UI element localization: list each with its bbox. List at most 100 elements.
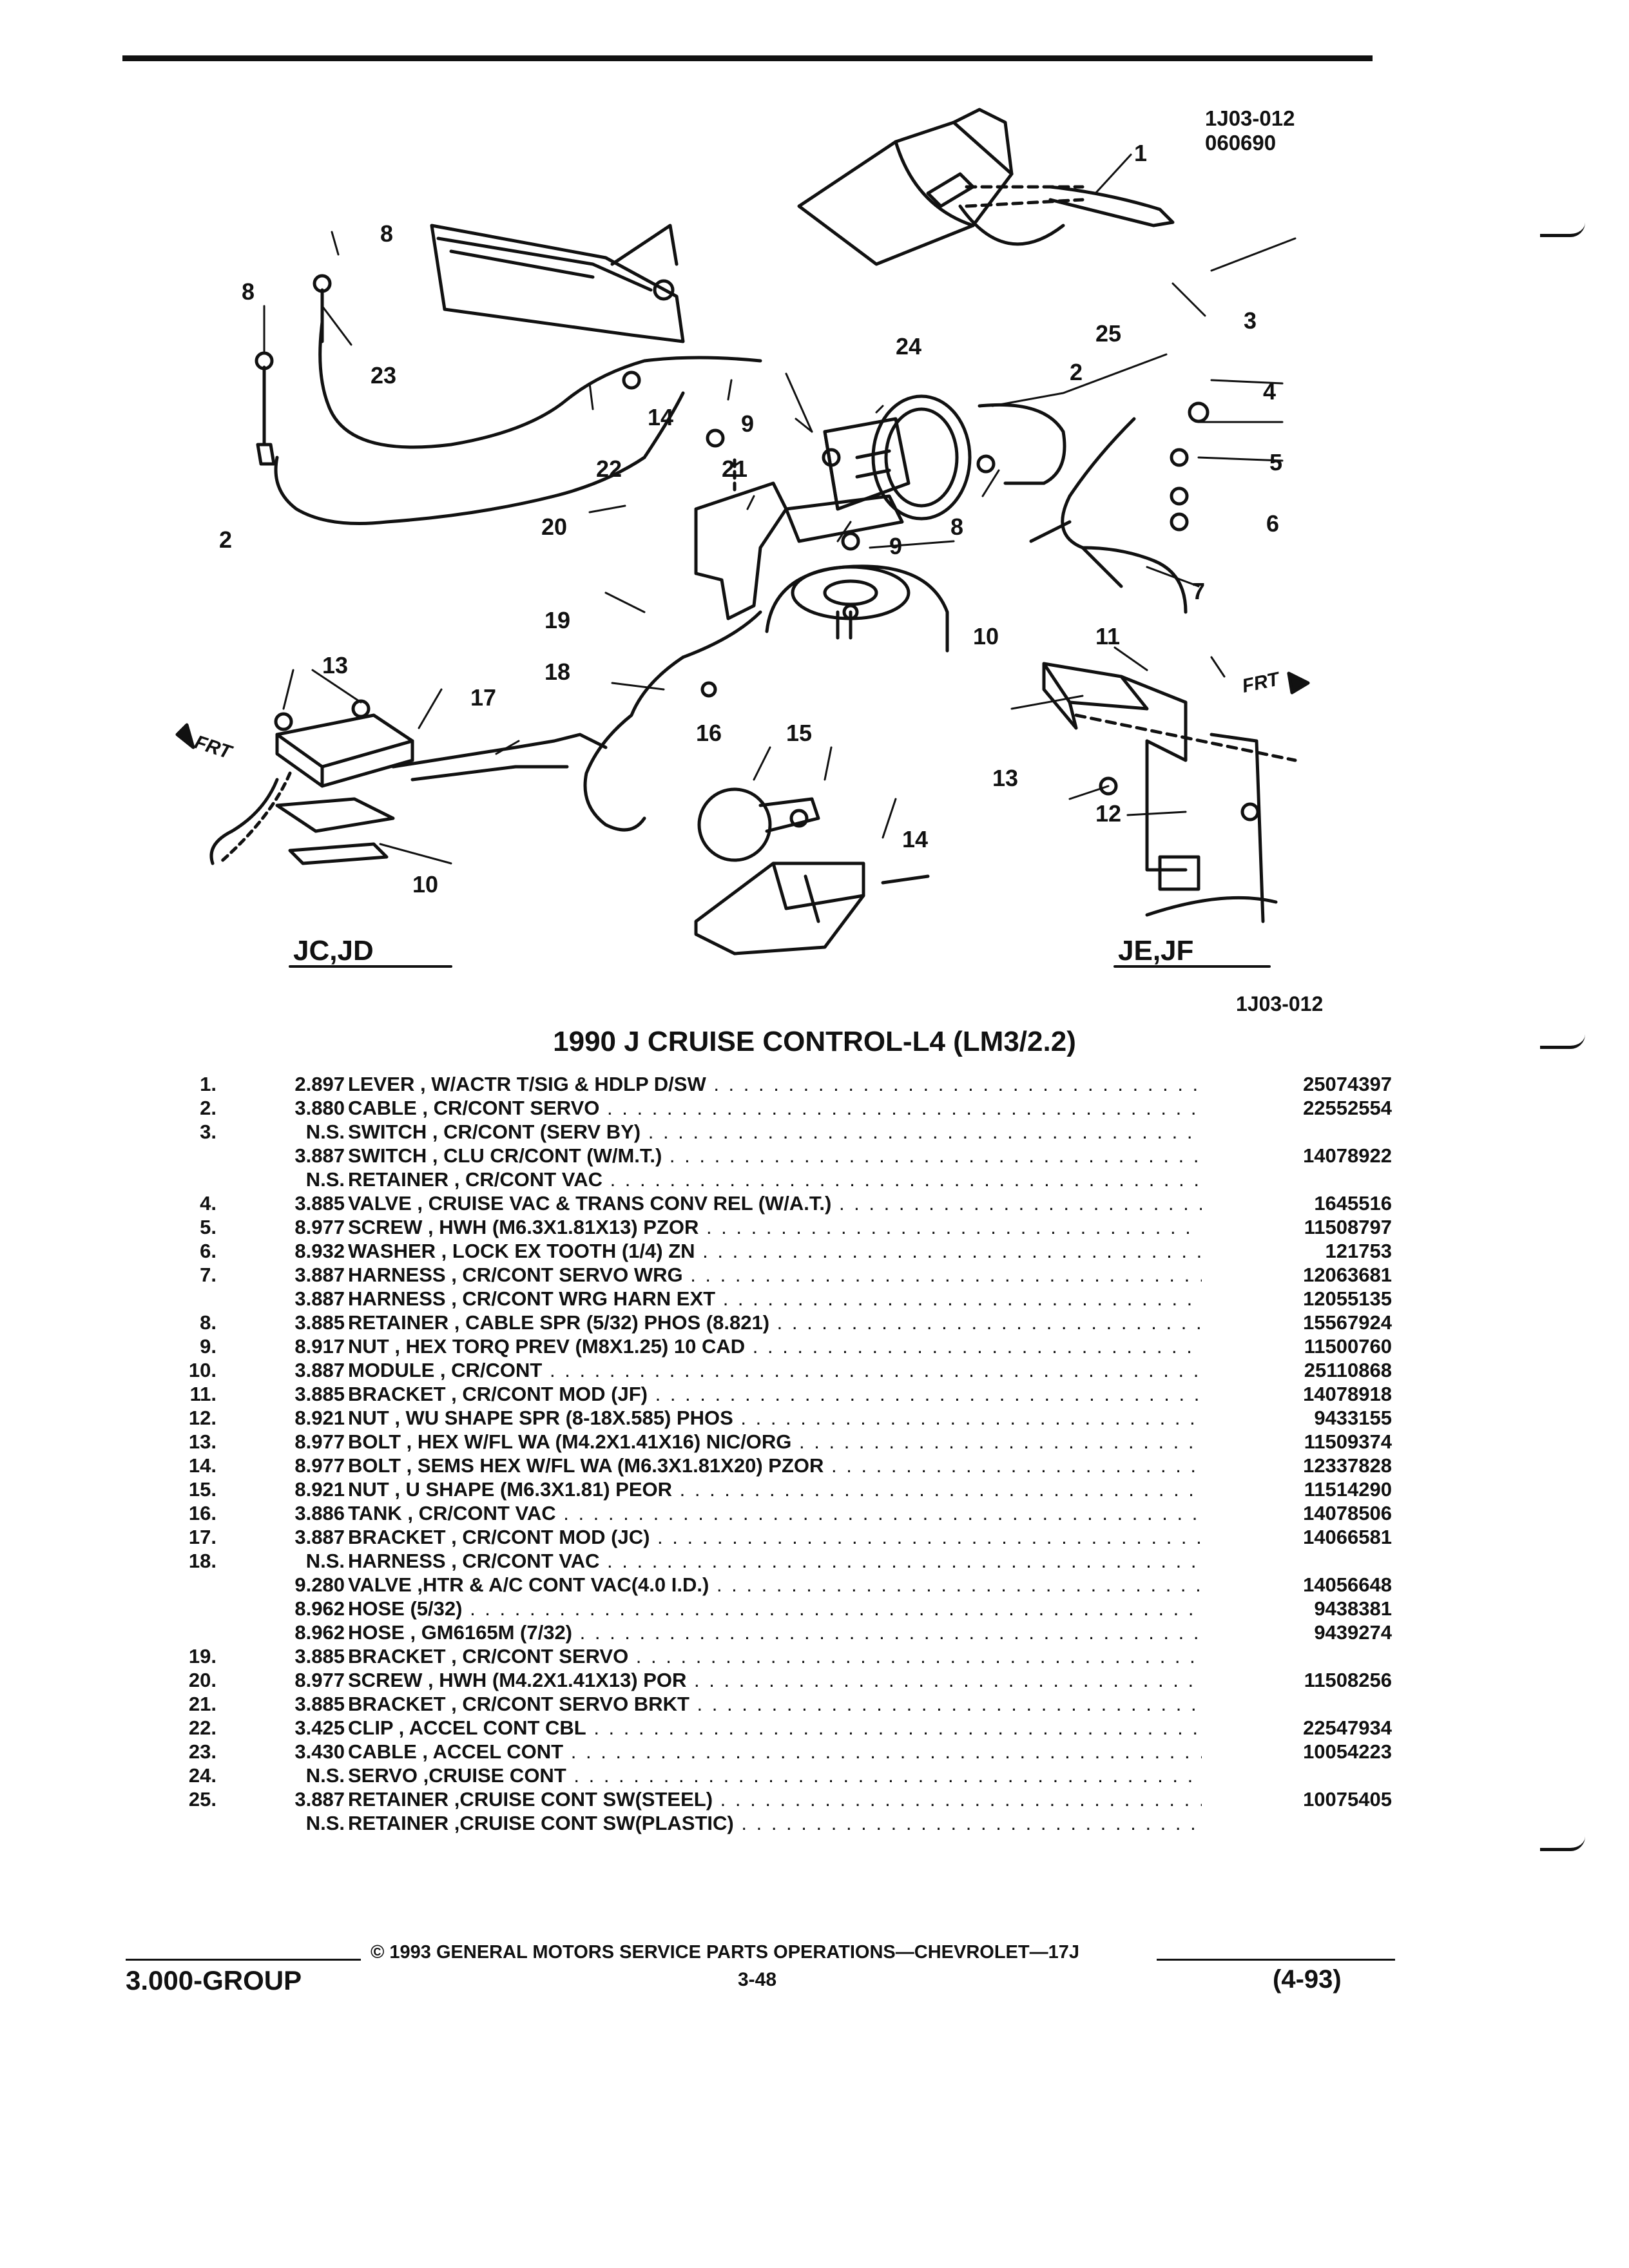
- part-group-code: 3.885: [294, 1192, 345, 1215]
- part-description: WASHER , LOCK EX TOOTH (1/4) ZN: [348, 1239, 1202, 1263]
- part-ref-number: 17.: [188, 1526, 217, 1548]
- part-ref-number: 19.: [188, 1645, 217, 1667]
- part-group-code: N.S.: [305, 1812, 345, 1834]
- callout-3: 3: [1244, 307, 1257, 334]
- fasteners-drawing: [274, 279, 1260, 828]
- footer-copyright: © 1993 GENERAL MOTORS SERVICE PARTS OPER…: [371, 1942, 1079, 1963]
- callout-13-right: 13: [992, 765, 1018, 791]
- harness-7-drawing: [1029, 417, 1188, 614]
- part-ref-number: 3.: [200, 1120, 217, 1143]
- callout-5: 5: [1269, 449, 1282, 476]
- part-group-code: 3.887: [294, 1144, 345, 1167]
- part-description: VALVE , CRUISE VAC & TRANS CONV REL (W/A…: [348, 1191, 1202, 1215]
- part-number: 14078918: [1303, 1383, 1392, 1405]
- callout-14-top: 14: [648, 404, 673, 430]
- vacuum-harness-18: [583, 610, 762, 832]
- part-ref-number: 14.: [188, 1454, 217, 1477]
- part-group-code: 3.880: [294, 1097, 345, 1119]
- part-group-code: N.S.: [305, 1120, 345, 1143]
- table-row: 18.N.S.HARNESS , CR/CONT VAC: [155, 1549, 1392, 1573]
- part-description: HARNESS , CR/CONT VAC: [348, 1549, 1202, 1573]
- part-group-code: 8.962: [294, 1621, 345, 1644]
- margin-mark: [1540, 1034, 1585, 1049]
- callout-10-right: 10: [973, 623, 999, 649]
- part-group-code: N.S.: [305, 1550, 345, 1572]
- exploded-parts-diagram: 1 8 8 23 24 25 3 2 4 5 6 7 14 9 22 21 8 …: [175, 108, 1310, 968]
- callout-25: 25: [1095, 320, 1121, 347]
- callout-18: 18: [545, 658, 570, 685]
- table-row: 24.N.S.SERVO ,CRUISE CONT: [155, 1763, 1392, 1787]
- part-description: BRACKET , CR/CONT SERVO: [348, 1644, 1202, 1668]
- part-description: SWITCH , CLU CR/CONT (W/M.T.): [348, 1144, 1202, 1168]
- part-description: RETAINER ,CRUISE CONT SW(PLASTIC): [348, 1811, 1202, 1835]
- part-group-code: 8.921: [294, 1407, 345, 1429]
- part-group-code: 8.977: [294, 1216, 345, 1238]
- callout-11: 11: [1095, 623, 1120, 649]
- part-number: 9438381: [1314, 1597, 1392, 1620]
- part-description: HARNESS , CR/CONT WRG HARN EXT: [348, 1287, 1202, 1311]
- footer-date: (4-93): [1273, 1965, 1342, 1994]
- part-ref-number: 9.: [200, 1335, 217, 1358]
- part-ref-number: 13.: [188, 1430, 217, 1453]
- part-group-code: 3.887: [294, 1526, 345, 1548]
- vacuum-servo-24: [823, 394, 972, 521]
- callout-21: 21: [722, 456, 747, 482]
- part-description: SERVO ,CRUISE CONT: [348, 1763, 1202, 1787]
- part-group-code: 8.932: [294, 1240, 345, 1262]
- part-description: HOSE , GM6165M (7/32): [348, 1620, 1202, 1644]
- part-group-code: 8.977: [294, 1430, 345, 1453]
- callout-16: 16: [696, 720, 722, 746]
- part-number: 22547934: [1303, 1716, 1392, 1739]
- part-group-code: 3.885: [294, 1693, 345, 1715]
- callout-9-mid: 9: [889, 533, 902, 559]
- part-ref-number: 1.: [200, 1073, 217, 1095]
- callout-12: 12: [1095, 800, 1121, 827]
- part-description: BRACKET , CR/CONT SERVO BRKT: [348, 1692, 1202, 1716]
- part-ref-number: 20.: [188, 1669, 217, 1691]
- part-ref-number: 5.: [200, 1216, 217, 1238]
- part-group-code: 3.887: [294, 1359, 345, 1381]
- part-group-code: 8.917: [294, 1335, 345, 1358]
- footer-rule-right: [1157, 1959, 1395, 1961]
- part-number: 11514290: [1304, 1478, 1392, 1501]
- part-number: 1645516: [1314, 1192, 1392, 1215]
- part-number: 15567924: [1303, 1311, 1392, 1334]
- variant-label-je-jf: JE,JF: [1118, 935, 1193, 966]
- part-ref-number: 7.: [200, 1264, 217, 1286]
- part-number: 14078506: [1303, 1502, 1392, 1524]
- part-group-code: 3.887: [294, 1788, 345, 1811]
- part-description: TANK , CR/CONT VAC: [348, 1501, 1202, 1525]
- part-number: 12063681: [1303, 1264, 1392, 1286]
- part-number: 11509374: [1304, 1430, 1392, 1453]
- callout-22: 22: [596, 456, 622, 482]
- margin-mark: [1540, 1836, 1585, 1851]
- callout-13-left: 13: [322, 652, 348, 678]
- je-jf-module-drawing: [1042, 662, 1297, 923]
- servo-cable-2-left: [274, 391, 685, 525]
- part-group-code: 3.885: [294, 1645, 345, 1667]
- part-ref-number: 25.: [188, 1788, 217, 1811]
- table-row: N.S.RETAINER ,CRUISE CONT SW(PLASTIC): [155, 1811, 1392, 1835]
- part-number: 22552554: [1303, 1097, 1392, 1119]
- part-group-code: 8.977: [294, 1454, 345, 1477]
- part-description: RETAINER , CABLE SPR (5/32) PHOS (8.821): [348, 1311, 1202, 1334]
